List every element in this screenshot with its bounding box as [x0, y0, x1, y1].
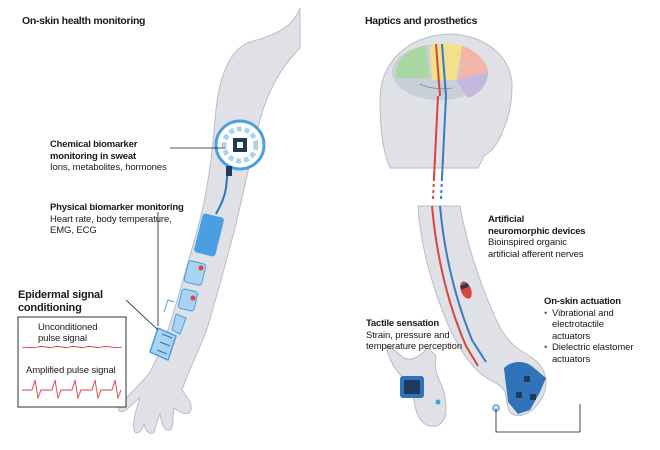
- actuation-list: Vibrational and electrotactile actuators…: [544, 308, 634, 366]
- interconnect-trace: [215, 167, 229, 215]
- actuation-title: On-skin actuation: [544, 296, 621, 307]
- tactile-sensor-patch: [400, 376, 441, 405]
- unconditioned-wave: [21, 345, 123, 349]
- signal-waveform-box: [17, 316, 127, 408]
- neuromorphic-title-2: neuromorphic devices: [488, 225, 586, 237]
- left-leader-lines: [125, 147, 226, 331]
- brain-illustration: [392, 43, 488, 100]
- unconditioned-label: Unconditioned pulse signal: [38, 322, 98, 344]
- actuation-item-1-line-2: electrotactile: [552, 319, 604, 330]
- physical-label: Physical biomarker monitoring Heart rate…: [50, 202, 184, 237]
- amplified-label: Amplified pulse signal: [26, 365, 116, 376]
- connector-block: [226, 166, 232, 176]
- unconditioned-line-1: Unconditioned: [38, 322, 98, 333]
- prosthetic-hand-glove: [492, 362, 546, 414]
- epidermal-title-2: conditioning: [18, 302, 82, 314]
- actuation-item-2: Dielectric elastomer actuators: [544, 342, 634, 365]
- right-panel-title: Haptics and prosthetics: [365, 15, 478, 27]
- actuation-item-2-line-1: Dielectric elastomer: [552, 342, 634, 353]
- actuation-item-2-line-2: actuators: [552, 353, 591, 365]
- sweat-sensor-patch: [214, 119, 266, 171]
- unconditioned-line-2: pulse signal: [38, 333, 87, 344]
- chemical-desc: Ions, metabolites, hormones: [50, 162, 167, 173]
- amplified-wave: [22, 379, 122, 400]
- epidermal-label: Epidermal signal conditioning: [18, 289, 103, 315]
- left-panel-title: On-skin health monitoring: [22, 15, 146, 27]
- actuation-item-1-line-1: Vibrational and: [552, 307, 614, 319]
- actuation-item-1-line-3: actuators: [552, 330, 591, 342]
- neuromorphic-label: Artificial neuromorphic devices Bioinspi…: [488, 214, 586, 260]
- epidermal-title-1: Epidermal signal: [18, 289, 103, 301]
- chemical-label: Chemical biomarker monitoring in sweat I…: [50, 139, 167, 174]
- tactile-desc-2: temperature perception: [366, 341, 463, 352]
- neuromorphic-desc-2: artificial afferent nerves: [488, 248, 584, 260]
- conditioning-circuit-mesh: [149, 299, 187, 362]
- tactile-label: Tactile sensation Strain, pressure and t…: [366, 318, 462, 353]
- vitals-sensor-strip: [177, 213, 224, 312]
- actuation-item-1: Vibrational and electrotactile actuators: [544, 308, 633, 343]
- nerve-pathway-lower: [431, 205, 487, 367]
- neuromorphic-desc-1: Bioinspired organic: [488, 237, 567, 248]
- nerve-pathway-upper: [432, 95, 447, 201]
- physical-desc-2: EMG, ECG: [50, 225, 97, 236]
- tactile-desc-1: Strain, pressure and: [366, 329, 450, 341]
- right-leader-lines: [495, 404, 581, 433]
- actuation-label: On-skin actuation Vibrational and electr…: [544, 296, 634, 366]
- physical-desc-1: Heart rate, body temperature,: [50, 213, 172, 225]
- tactile-title: Tactile sensation: [366, 318, 439, 329]
- neuromorphic-title-1: Artificial: [488, 214, 525, 225]
- physical-title: Physical biomarker monitoring: [50, 202, 184, 213]
- chemical-title-1: Chemical biomarker: [50, 139, 138, 150]
- chemical-title-2: monitoring in sweat: [50, 150, 136, 162]
